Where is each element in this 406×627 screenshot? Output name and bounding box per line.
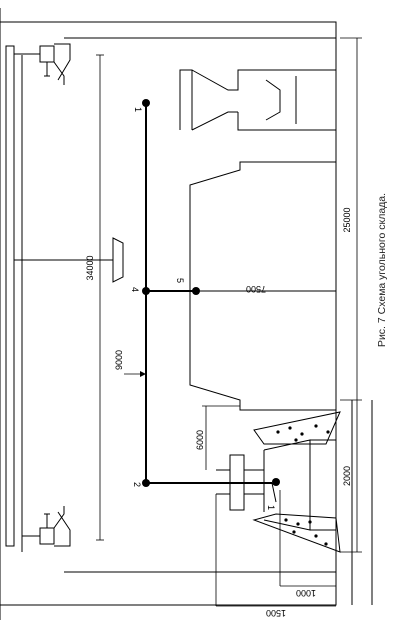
node-label-1: 1 bbox=[266, 505, 276, 510]
coal-pile-top bbox=[253, 411, 341, 445]
dim-label-9000: 9000 bbox=[114, 350, 124, 370]
node-label-2: 2 bbox=[132, 482, 142, 487]
dim-label-2000: 2000 bbox=[342, 466, 352, 486]
bottom-drive-unit bbox=[22, 506, 71, 547]
node-4-point bbox=[142, 287, 150, 295]
rail-tracks bbox=[351, 400, 373, 605]
dim-label-34000: 34000 bbox=[85, 255, 95, 280]
coal-pile-bottom bbox=[252, 513, 341, 553]
figure-caption: Рис. 7 Схема угольного склада. bbox=[376, 193, 388, 347]
node-label-4: 4 bbox=[130, 287, 140, 292]
storage-shed bbox=[189, 161, 336, 411]
dim-label-1000: 1000 bbox=[296, 588, 316, 598]
dim-label-1500: 1500 bbox=[266, 608, 286, 618]
crane-gantry bbox=[5, 45, 113, 552]
building-walls bbox=[0, 8, 337, 620]
unloading-device bbox=[216, 439, 337, 531]
boiler-building bbox=[179, 69, 336, 131]
node-3-point bbox=[142, 99, 150, 107]
dim-label-7500: 7500 bbox=[246, 284, 266, 294]
node-label-5: 5 bbox=[175, 278, 185, 283]
top-drive-unit bbox=[14, 43, 71, 85]
node-1-point bbox=[272, 478, 280, 486]
crane-grab-hopper bbox=[112, 237, 124, 283]
dimension-lines bbox=[96, 37, 362, 607]
node-2-point bbox=[142, 479, 150, 487]
node-label-3: 1 bbox=[133, 107, 143, 112]
dim-label-25000: 25000 bbox=[342, 207, 352, 232]
conveyor-lines bbox=[145, 103, 277, 503]
dim-label-6000: 6000 bbox=[195, 430, 205, 450]
